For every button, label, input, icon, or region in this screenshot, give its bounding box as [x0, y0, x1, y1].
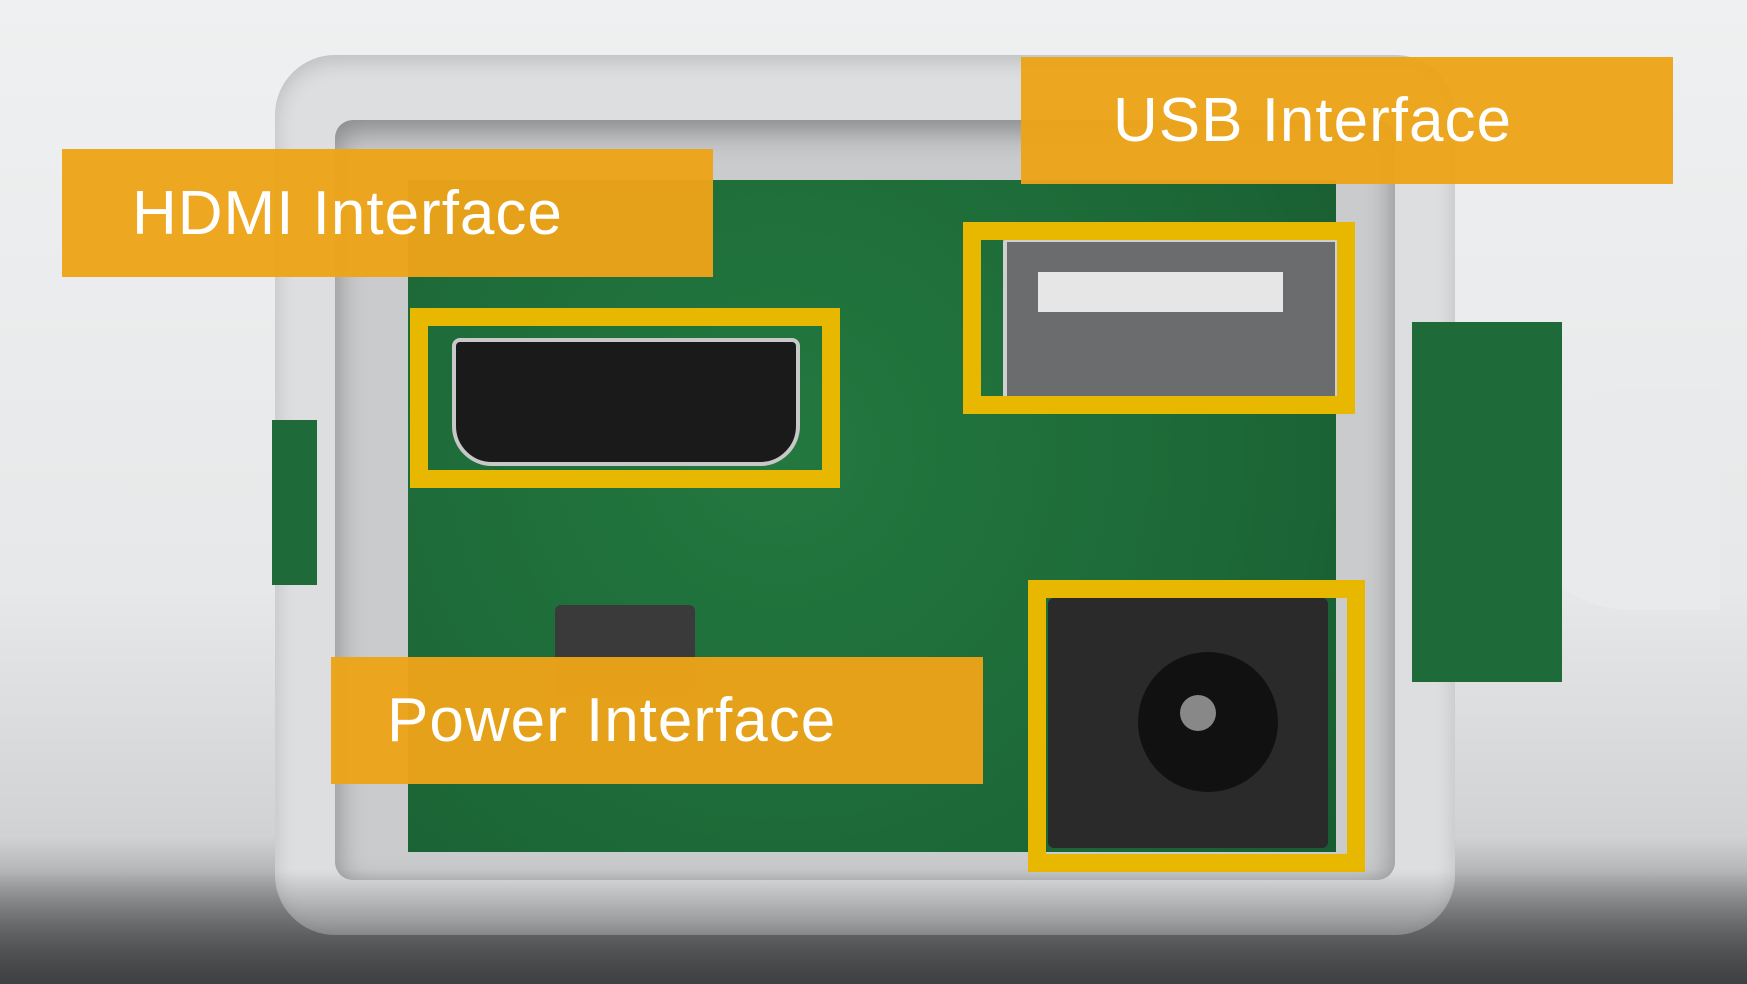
power-jack-pin — [1180, 695, 1216, 731]
usb-label: USB Interface — [1021, 57, 1673, 184]
usb-highlight-box — [963, 222, 1355, 414]
hdmi-label-text: HDMI Interface — [132, 178, 563, 248]
power-label-text: Power Interface — [387, 686, 837, 755]
left-side-tab — [272, 420, 317, 585]
usb-label-text: USB Interface — [1113, 86, 1512, 155]
power-highlight-box — [1028, 580, 1365, 872]
hdmi-highlight-box — [410, 308, 840, 488]
hdmi-label: HDMI Interface — [62, 149, 713, 277]
usb-port-tongue — [1038, 272, 1283, 312]
bottom-shadow — [0, 870, 1747, 984]
power-label: Power Interface — [331, 657, 983, 784]
right-side-tab — [1412, 322, 1562, 682]
hdmi-port — [452, 338, 800, 466]
